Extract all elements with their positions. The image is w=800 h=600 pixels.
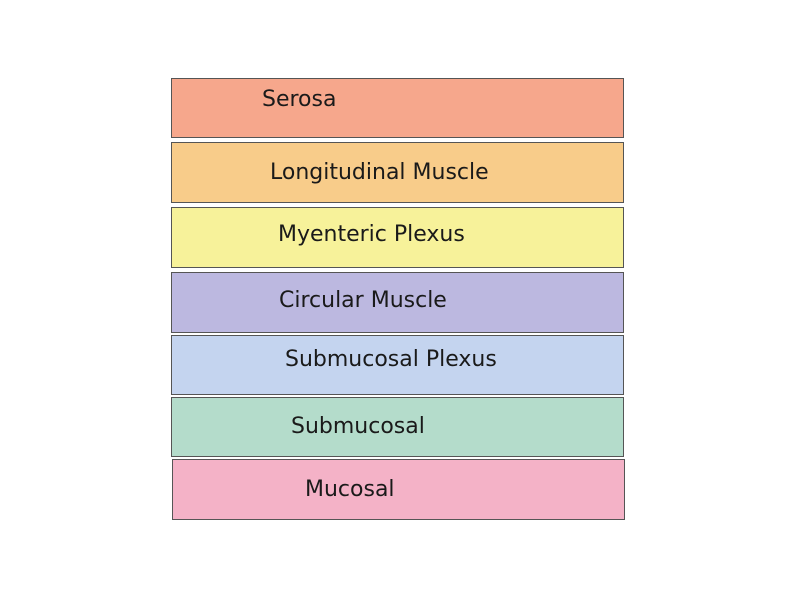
layer-label-mucosal: Mucosal (305, 476, 395, 502)
layer-label-serosa: Serosa (262, 86, 337, 112)
layer-label-longitudinal-muscle: Longitudinal Muscle (270, 159, 489, 185)
layer-serosa: Serosa (171, 78, 624, 138)
layer-label-submucosal: Submucosal (291, 414, 425, 439)
layer-longitudinal-muscle: Longitudinal Muscle (171, 142, 624, 203)
layer-label-circular-muscle: Circular Muscle (279, 287, 447, 313)
layer-circular-muscle: Circular Muscle (171, 272, 624, 333)
layer-label-submucosal-plexus: Submucosal Plexus (285, 347, 497, 373)
layer-label-myenteric-plexus: Myenteric Plexus (278, 222, 465, 248)
layer-submucosal: Submucosal (171, 397, 624, 457)
layer-mucosal: Mucosal (172, 459, 625, 520)
layer-myenteric-plexus: Myenteric Plexus (171, 207, 624, 268)
layer-submucosal-plexus: Submucosal Plexus (171, 335, 624, 395)
